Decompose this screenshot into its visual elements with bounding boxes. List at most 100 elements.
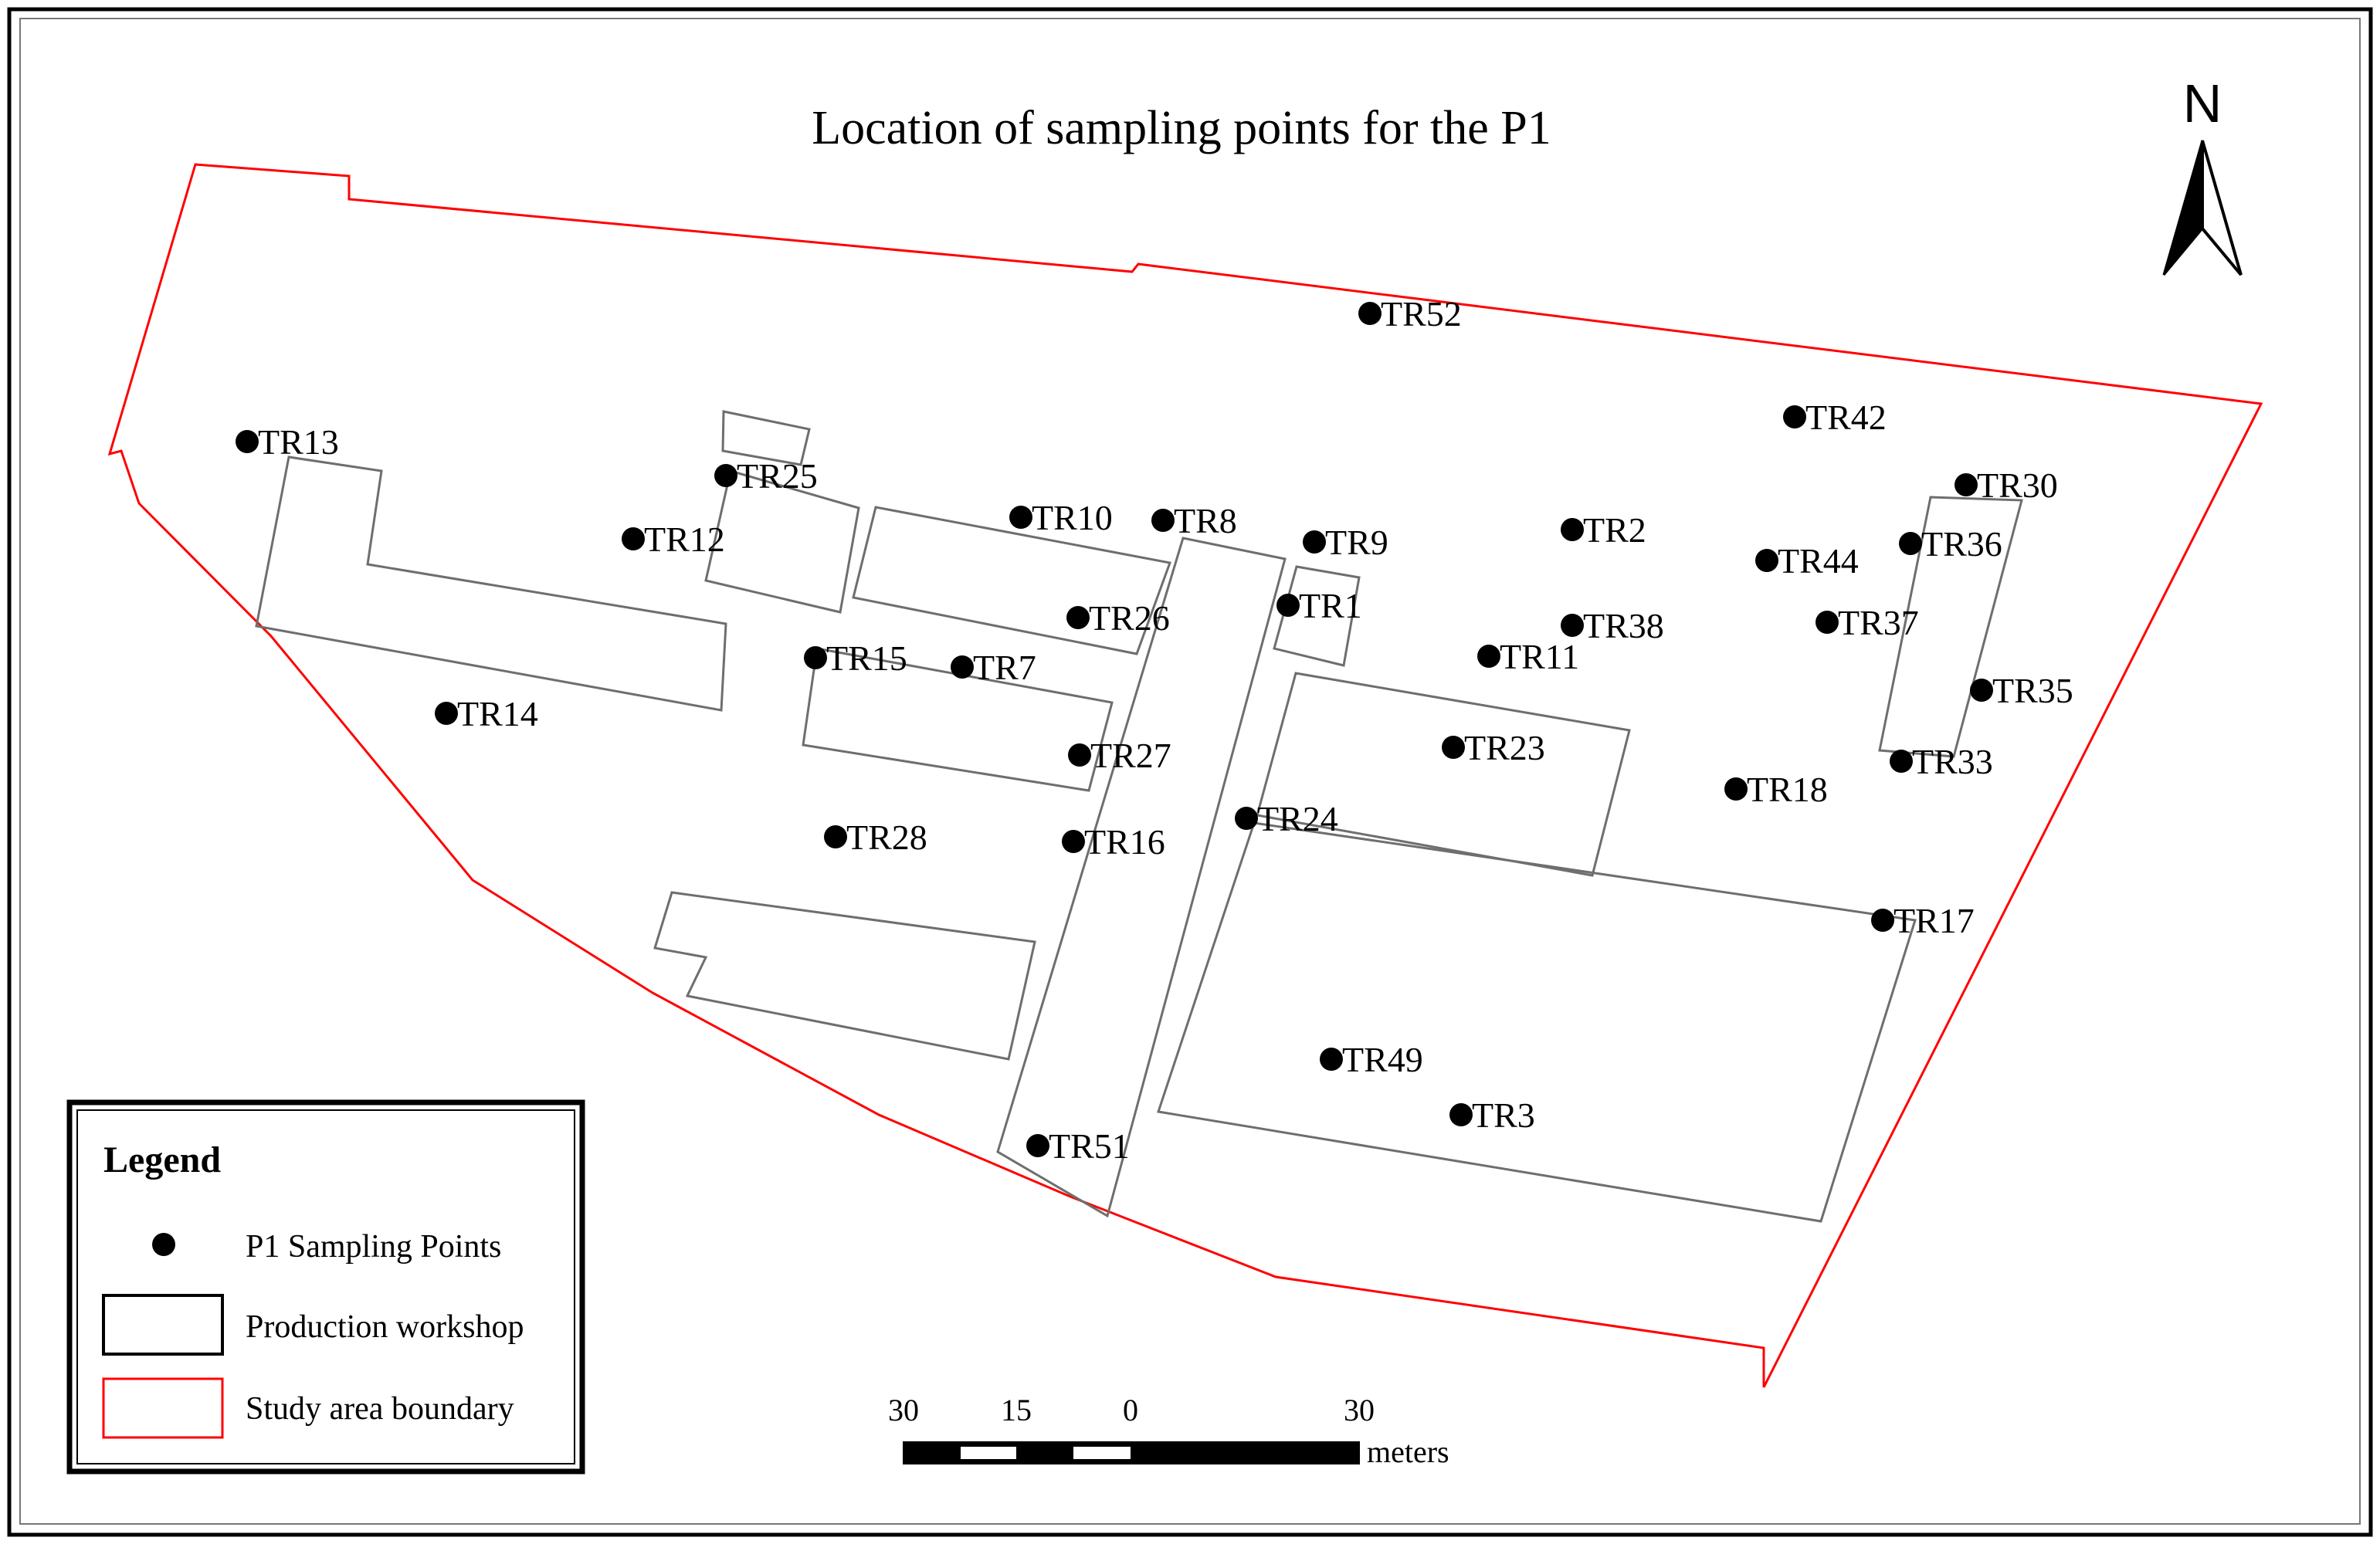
sampling-point-tr2: TR2 (1561, 510, 1646, 550)
sampling-point-tr42: TR42 (1783, 398, 1887, 437)
legend-title: Legend (103, 1139, 221, 1180)
sampling-point-label: TR3 (1472, 1095, 1535, 1135)
north-arrow-right-icon (2201, 140, 2243, 276)
sampling-point-tr33: TR33 (1890, 742, 1993, 781)
sampling-point-tr26: TR26 (1066, 598, 1170, 638)
sampling-point-tr17: TR17 (1871, 901, 1975, 940)
sampling-point-label: TR18 (1747, 770, 1828, 809)
workshop-3 (704, 469, 860, 614)
legend: Legend P1 Sampling Points Production wor… (66, 1099, 585, 1475)
scale-bar-segment-light-1 (961, 1447, 1016, 1459)
sampling-point-dot-icon (1068, 743, 1091, 767)
sampling-point-tr51: TR51 (1026, 1126, 1130, 1166)
sampling-point-tr36: TR36 (1899, 524, 2002, 564)
legend-label-boundary: Study area boundary (246, 1391, 514, 1427)
sampling-point-dot-icon (622, 527, 645, 550)
legend-point-symbol-icon (152, 1233, 175, 1256)
legend-label-points: P1 Sampling Points (246, 1229, 501, 1265)
sampling-point-dot-icon (1783, 405, 1806, 428)
sampling-point-dot-icon (1026, 1134, 1049, 1157)
sampling-point-dot-icon (435, 702, 458, 725)
workshop-5 (802, 647, 1114, 792)
sampling-point-label: TR12 (644, 520, 725, 559)
sampling-point-label: TR9 (1325, 523, 1388, 562)
sampling-point-label: TR37 (1838, 603, 1919, 642)
sampling-point-tr11: TR11 (1477, 637, 1579, 676)
sampling-point-tr24: TR24 (1235, 799, 1338, 838)
sampling-point-dot-icon (1449, 1103, 1473, 1126)
legend-workshop-symbol-icon (102, 1294, 224, 1356)
sampling-point-tr28: TR28 (824, 818, 927, 857)
sampling-point-label: TR51 (1049, 1126, 1130, 1166)
sampling-point-dot-icon (1816, 611, 1839, 634)
sampling-point-dot-icon (714, 464, 737, 487)
scale-bar: 30 15 0 30 meters (888, 1393, 1449, 1469)
workshop-11 (653, 891, 1036, 1061)
sampling-point-label: TR13 (258, 422, 339, 462)
legend-boundary-symbol-icon (102, 1377, 224, 1439)
sampling-point-dot-icon (1442, 736, 1465, 759)
sampling-point-tr23: TR23 (1442, 728, 1545, 767)
sampling-point-dot-icon (951, 655, 974, 679)
sampling-point-tr9: TR9 (1303, 523, 1388, 562)
sampling-point-tr7: TR7 (951, 648, 1036, 687)
sampling-point-dot-icon (1235, 807, 1258, 830)
sampling-point-tr49: TR49 (1320, 1040, 1423, 1079)
sampling-point-dot-icon (1276, 594, 1300, 617)
sampling-point-label: TR35 (1992, 671, 2073, 710)
legend-label-workshop: Production workshop (246, 1309, 524, 1345)
sampling-point-dot-icon (236, 430, 259, 453)
sampling-point-tr12: TR12 (622, 520, 725, 559)
workshop-10 (1878, 496, 2023, 758)
scale-unit: meters (1367, 1434, 1449, 1469)
sampling-point-tr13: TR13 (236, 422, 339, 462)
sampling-point-label: TR49 (1342, 1040, 1423, 1079)
sampling-point-dot-icon (1724, 777, 1748, 801)
sampling-point-label: TR42 (1805, 398, 1887, 437)
sampling-point-dot-icon (804, 646, 827, 669)
sampling-point-label: TR15 (826, 638, 907, 678)
sampling-point-label: TR25 (737, 456, 818, 496)
scale-tick-label-0: 30 (888, 1393, 919, 1427)
sampling-point-tr8: TR8 (1151, 501, 1237, 540)
sampling-point-dot-icon (1303, 530, 1326, 554)
sampling-point-label: TR11 (1500, 637, 1579, 676)
sampling-point-dot-icon (1477, 645, 1500, 668)
sampling-point-tr16: TR16 (1062, 822, 1165, 862)
scale-tick-label-1: 15 (1001, 1393, 1032, 1427)
north-arrow-left-icon (2162, 140, 2204, 276)
sampling-point-dot-icon (1320, 1048, 1343, 1071)
sampling-point-label: TR26 (1089, 598, 1170, 638)
sampling-point-label: TR7 (973, 648, 1036, 687)
sampling-point-label: TR36 (1921, 524, 2002, 564)
workshop-9 (1157, 821, 1917, 1223)
inner-frame (19, 18, 2361, 1525)
sampling-point-dot-icon (1871, 909, 1894, 932)
sampling-point-dot-icon (1755, 549, 1778, 572)
map-title: Location of sampling points for the P1 (812, 102, 1551, 154)
north-arrow: N (2162, 73, 2243, 276)
sampling-point-dot-icon (1970, 679, 1993, 702)
sampling-point-label: TR23 (1464, 728, 1545, 767)
sampling-point-tr18: TR18 (1724, 770, 1828, 809)
sampling-point-label: TR27 (1090, 736, 1171, 775)
sampling-point-label: TR8 (1174, 501, 1237, 540)
sampling-point-label: TR30 (1977, 466, 2058, 505)
sampling-point-label: TR38 (1583, 606, 1664, 645)
scale-tick-label-2: 0 (1123, 1393, 1138, 1427)
sampling-point-tr1: TR1 (1276, 586, 1362, 625)
sampling-point-tr10: TR10 (1009, 498, 1113, 537)
workshop-7 (1273, 565, 1361, 667)
sampling-point-label: TR33 (1912, 742, 1993, 781)
sampling-point-dot-icon (1358, 302, 1382, 325)
study-area-boundary (107, 163, 2263, 1388)
sampling-point-dot-icon (1899, 532, 1922, 555)
production-workshops (255, 410, 2023, 1223)
scale-bar-segment-light-2 (1073, 1447, 1131, 1459)
sampling-point-tr37: TR37 (1816, 603, 1919, 642)
sampling-point-dot-icon (1561, 614, 1584, 637)
sampling-point-tr44: TR44 (1755, 541, 1859, 581)
sampling-point-label: TR28 (846, 818, 927, 857)
sampling-point-label: TR10 (1032, 498, 1113, 537)
